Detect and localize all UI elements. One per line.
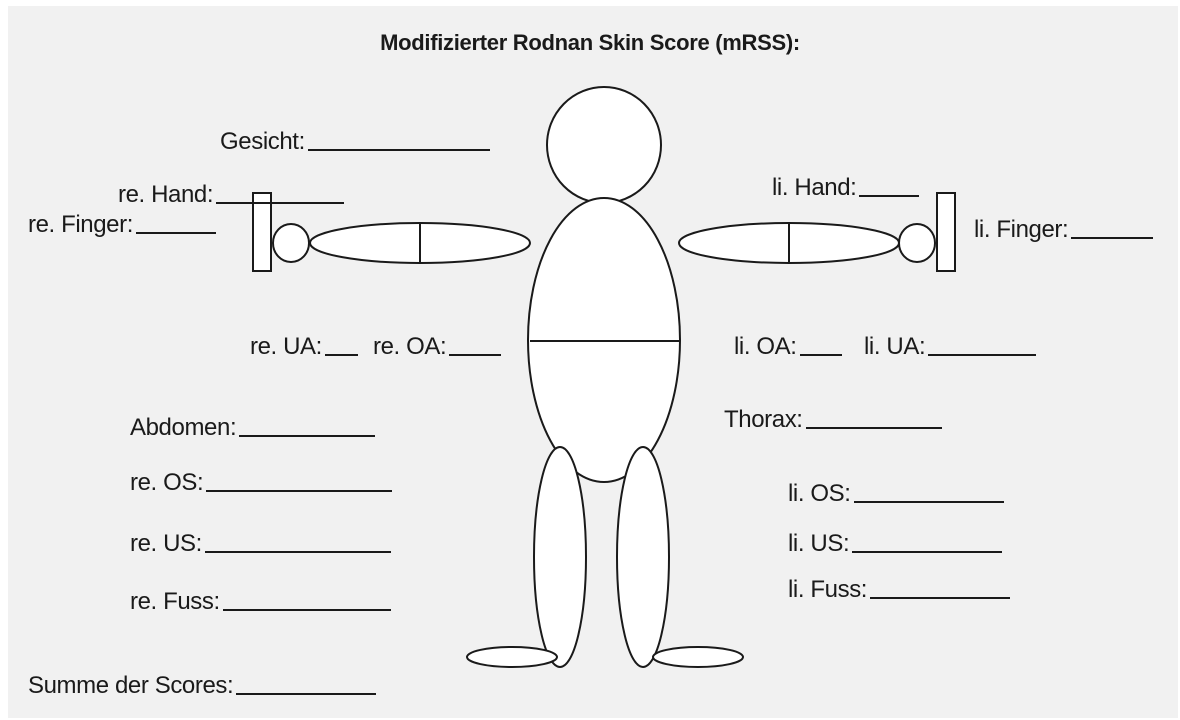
- field-re-finger-line[interactable]: [136, 231, 216, 234]
- left-finger-shape: [937, 193, 955, 271]
- field-summe-label: Summe der Scores:: [28, 672, 233, 700]
- field-re-fuss-label: re. Fuss:: [130, 588, 220, 616]
- field-re-ua: re. UA:: [250, 333, 358, 361]
- field-re-ua-label: re. UA:: [250, 333, 322, 361]
- field-li-us-line[interactable]: [852, 550, 1002, 553]
- field-li-hand: li. Hand:: [772, 174, 919, 202]
- field-li-fuss-line[interactable]: [870, 596, 1010, 599]
- field-re-oa-label: re. OA:: [373, 333, 446, 361]
- field-li-us: li. US:: [788, 530, 1002, 558]
- field-re-hand-line[interactable]: [216, 201, 344, 204]
- field-li-hand-label: li. Hand:: [772, 174, 856, 202]
- field-re-hand-label: re. Hand:: [118, 181, 213, 209]
- field-li-os-label: li. OS:: [788, 480, 851, 508]
- field-summe: Summe der Scores:: [28, 672, 376, 700]
- left-leg-shape: [617, 447, 669, 667]
- field-re-fuss: re. Fuss:: [130, 588, 391, 616]
- field-re-finger-label: re. Finger:: [28, 211, 133, 239]
- field-re-oa: re. OA:: [373, 333, 501, 361]
- field-thorax: Thorax:: [724, 406, 942, 434]
- head-shape: [547, 87, 661, 203]
- field-li-oa-line[interactable]: [800, 353, 842, 356]
- field-gesicht: Gesicht:: [220, 128, 490, 156]
- field-abdomen: Abdomen:: [130, 414, 375, 442]
- field-abdomen-label: Abdomen:: [130, 414, 236, 442]
- field-re-os-line[interactable]: [206, 489, 392, 492]
- field-thorax-label: Thorax:: [724, 406, 803, 434]
- field-li-oa-label: li. OA:: [734, 333, 797, 361]
- field-li-ua: li. UA:: [864, 333, 1036, 361]
- field-li-os-line[interactable]: [854, 500, 1004, 503]
- field-li-us-label: li. US:: [788, 530, 849, 558]
- field-li-finger-label: li. Finger:: [974, 216, 1068, 244]
- field-re-us-label: re. US:: [130, 530, 202, 558]
- field-re-oa-line[interactable]: [449, 353, 501, 356]
- field-re-us-line[interactable]: [205, 550, 391, 553]
- right-leg-shape: [534, 447, 586, 667]
- field-re-hand: re. Hand:: [118, 181, 344, 209]
- field-re-ua-line[interactable]: [325, 353, 358, 356]
- page-title: Modifizierter Rodnan Skin Score (mRSS):: [240, 30, 940, 56]
- field-abdomen-line[interactable]: [239, 434, 375, 437]
- field-li-finger: li. Finger:: [974, 216, 1153, 244]
- field-gesicht-label: Gesicht:: [220, 128, 305, 156]
- field-gesicht-line[interactable]: [308, 148, 490, 151]
- field-re-os: re. OS:: [130, 469, 392, 497]
- field-li-finger-line[interactable]: [1071, 236, 1153, 239]
- field-summe-line[interactable]: [236, 692, 376, 695]
- field-li-fuss: li. Fuss:: [788, 576, 1010, 604]
- left-hand-shape: [899, 224, 935, 262]
- field-re-os-label: re. OS:: [130, 469, 203, 497]
- field-li-oa: li. OA:: [734, 333, 842, 361]
- field-thorax-line[interactable]: [806, 426, 942, 429]
- field-li-os: li. OS:: [788, 480, 1004, 508]
- field-re-us: re. US:: [130, 530, 391, 558]
- field-li-ua-label: li. UA:: [864, 333, 925, 361]
- field-re-fuss-line[interactable]: [223, 608, 391, 611]
- right-foot-shape: [467, 647, 557, 667]
- field-li-ua-line[interactable]: [928, 353, 1036, 356]
- field-re-finger: re. Finger:: [28, 211, 216, 239]
- field-li-hand-line[interactable]: [859, 194, 919, 197]
- left-foot-shape: [653, 647, 743, 667]
- right-hand-shape: [273, 224, 309, 262]
- field-li-fuss-label: li. Fuss:: [788, 576, 867, 604]
